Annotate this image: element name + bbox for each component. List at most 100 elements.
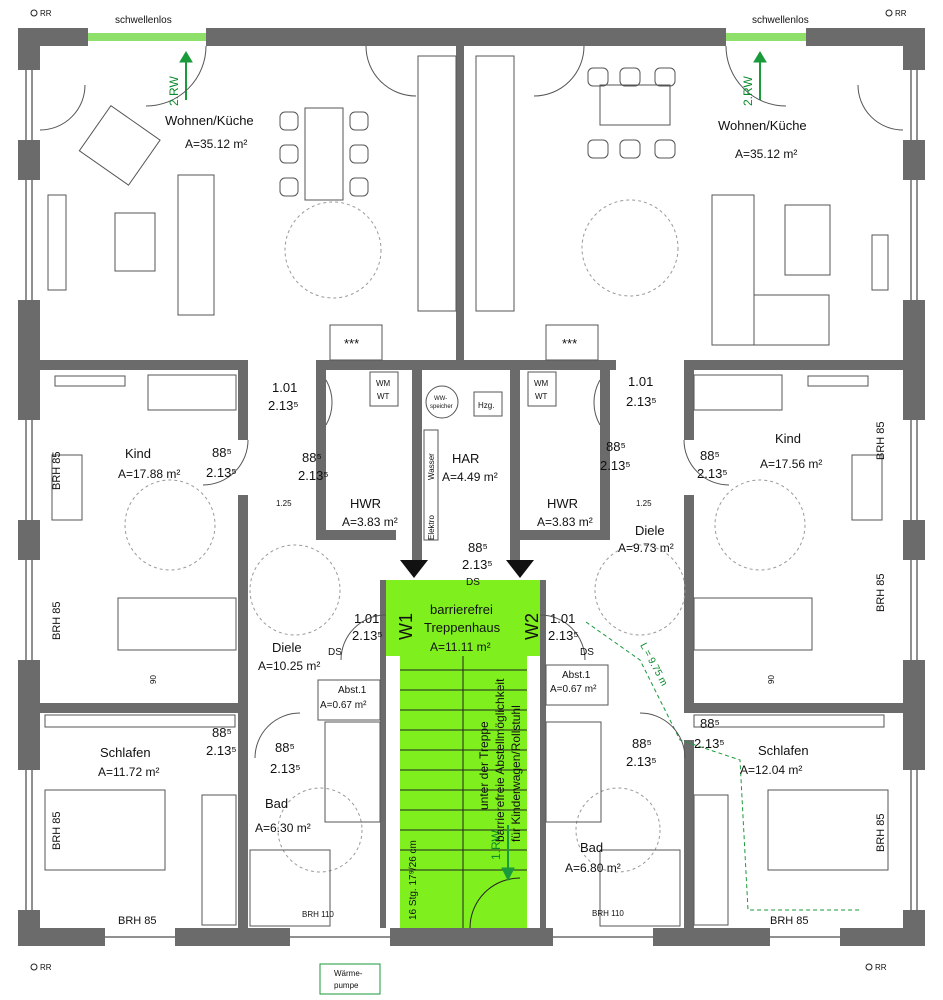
door-885-a: 88⁵ xyxy=(212,445,232,460)
room-hwr-left-area: A=3.83 m² xyxy=(342,515,398,529)
labels: schwellenlos schwellenlos RR RR RR RR 2.… xyxy=(40,9,907,995)
room-schlafen-right-area: A=12.04 m² xyxy=(740,763,802,777)
door-101-d: 1.01 xyxy=(550,611,575,626)
door-885-i: 88⁵ xyxy=(700,716,720,731)
room-bad-right-area: A=6.80 m² xyxy=(565,861,621,875)
apartment-w1: W1 xyxy=(396,613,416,640)
door-885-h: 88⁵ xyxy=(632,736,652,751)
room-treppenhaus-area: A=11.11 m² xyxy=(430,640,491,654)
brh110-right: BRH 110 xyxy=(592,909,624,918)
label-schwellenlos-right: schwellenlos xyxy=(752,15,809,26)
door-2135-i: 2.13⁵ xyxy=(548,628,579,643)
door-2135-k: 2.13⁵ xyxy=(270,761,301,776)
room-treppenhaus-line2: Treppenhaus xyxy=(424,620,501,635)
brh-kind-left-2: BRH 85 xyxy=(51,601,63,640)
brh-bottom-left: BRH 85 xyxy=(118,915,157,927)
label-pumpe: pumpe xyxy=(334,981,359,990)
brh-schlafen-right: BRH 85 xyxy=(875,813,887,852)
label-speicher: speicher xyxy=(430,404,453,410)
outer-walls xyxy=(18,28,925,946)
brh-kind-right: BRH 85 xyxy=(875,421,887,460)
label-rr-tl: RR xyxy=(40,9,52,18)
room-abst-right-area: A=0.67 m² xyxy=(550,684,597,695)
room-diele-right-area: A=9.73 m² xyxy=(618,541,674,555)
label-stair-steps: 16 Stg. 17⁹/26 cm xyxy=(408,840,419,920)
stairwell xyxy=(386,560,540,929)
door-885-c: 88⁵ xyxy=(606,439,626,454)
door-2135-e: 2.13⁵ xyxy=(600,458,631,473)
label-elektro: Elektro xyxy=(427,515,436,540)
door-ds-a: DS xyxy=(466,577,480,588)
brh-kind-right-2: BRH 85 xyxy=(875,573,887,612)
dim-90-left: 90 xyxy=(149,675,158,684)
room-wohnen-left-name: Wohnen/Küche xyxy=(165,113,254,128)
label-rw-right: 2.RW xyxy=(741,76,755,106)
cable-route xyxy=(585,621,860,911)
dim-125-left: 1.25 xyxy=(276,499,292,508)
door-885-e: 88⁵ xyxy=(468,540,488,555)
label-rw-left: 2.RW xyxy=(167,76,181,106)
door-2135-f: 2.13⁵ xyxy=(697,466,728,481)
room-abst-left-name: Abst.1 xyxy=(338,685,367,696)
room-hwr-left-name: HWR xyxy=(350,496,381,511)
room-hwr-right-name: HWR xyxy=(547,496,578,511)
room-kind-left-area: A=17.88 m² xyxy=(118,467,180,481)
door-2135-l: 2.13⁵ xyxy=(626,754,657,769)
door-2135-h: 2.13⁵ xyxy=(352,628,383,643)
door-885-b: 88⁵ xyxy=(302,450,322,465)
door-2135-c: 2.13⁵ xyxy=(206,465,237,480)
room-schlafen-left-area: A=11.72 m² xyxy=(98,765,159,779)
label-wt-right: WT xyxy=(535,392,548,401)
dim-125-right: 1.25 xyxy=(636,499,652,508)
apartment-w2: W2 xyxy=(522,613,542,640)
room-bad-right-name: Bad xyxy=(580,840,603,855)
door-885-g: 88⁵ xyxy=(275,740,295,755)
label-stair-note-3: für Kinderwagen/Rollstuhl xyxy=(509,705,523,842)
door-885-f: 88⁵ xyxy=(212,725,232,740)
room-kind-right-area: A=17.56 m² xyxy=(760,457,822,471)
room-schlafen-left-name: Schlafen xyxy=(100,745,151,760)
room-diele-right-name: Diele xyxy=(635,523,665,538)
label-rr-bl: RR xyxy=(40,963,52,972)
label-rr-tr: RR xyxy=(895,9,907,18)
label-wm-left: WM xyxy=(376,379,391,388)
label-stars-left: *** xyxy=(344,336,359,351)
room-treppenhaus-line1: barrierefrei xyxy=(430,602,493,617)
door-ds-b: DS xyxy=(328,647,342,658)
label-stair-note-2: barrierefreie Abstellmöglichkeit xyxy=(493,678,507,842)
brh-bottom-right: BRH 85 xyxy=(770,915,809,927)
door-2135-d: 2.13⁵ xyxy=(298,468,329,483)
furniture xyxy=(44,55,889,927)
label-rr-br: RR xyxy=(875,963,887,972)
label-schwellenlos-left: schwellenlos xyxy=(115,15,172,26)
room-bad-left-name: Bad xyxy=(265,796,288,811)
brh-kind-left: BRH 85 xyxy=(51,451,63,490)
room-diele-left-name: Diele xyxy=(272,640,302,655)
label-hzg: Hzg. xyxy=(478,401,494,410)
label-stair-note-1: unter der Treppe xyxy=(477,721,491,810)
room-wohnen-left-area: A=35.12 m² xyxy=(185,137,247,151)
room-wohnen-right-name: Wohnen/Küche xyxy=(718,118,807,133)
label-wt-left: WT xyxy=(377,392,390,401)
room-kind-right-name: Kind xyxy=(775,431,801,446)
dim-90-right: 90 xyxy=(767,675,776,684)
door-2135-m: 2.13⁵ xyxy=(694,736,725,751)
door-101-c: 1.01 xyxy=(354,611,379,626)
door-2135-b: 2.13⁵ xyxy=(626,394,657,409)
label-wasser: Wasser xyxy=(427,453,436,480)
brh110-left: BRH 110 xyxy=(302,910,334,919)
room-schlafen-right-name: Schlafen xyxy=(758,743,809,758)
door-101-b: 1.01 xyxy=(628,374,653,389)
door-swings xyxy=(39,45,904,759)
room-har-area: A=4.49 m² xyxy=(442,470,498,484)
brh-schlafen-left: BRH 85 xyxy=(51,811,63,850)
door-2135-j: 2.13⁵ xyxy=(206,743,237,758)
door-885-d: 88⁵ xyxy=(700,448,720,463)
label-ww: WW- xyxy=(434,396,447,402)
room-har-name: HAR xyxy=(452,451,479,466)
label-stars-right: *** xyxy=(562,336,577,351)
room-hwr-right-area: A=3.83 m² xyxy=(537,515,593,529)
room-diele-left-area: A=10.25 m² xyxy=(258,659,320,673)
